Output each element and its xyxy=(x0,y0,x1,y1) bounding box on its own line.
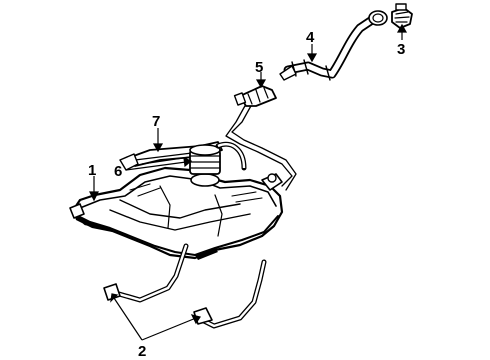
filler-pipe xyxy=(279,10,388,81)
vent-line xyxy=(225,103,297,191)
callout-6: 6 xyxy=(114,163,122,180)
callout-1: 1 xyxy=(88,162,96,179)
filler-hose xyxy=(233,85,277,107)
callout-7: 7 xyxy=(152,113,160,130)
tank-straps xyxy=(103,243,267,329)
callout-labels: 1 2 3 4 5 6 7 xyxy=(88,29,405,360)
callout-5: 5 xyxy=(255,59,263,76)
callout-2: 2 xyxy=(138,343,146,360)
callout-4: 4 xyxy=(306,29,315,46)
fuel-tank xyxy=(69,166,284,260)
filler-cap xyxy=(391,3,413,29)
callout-3: 3 xyxy=(397,41,405,58)
fuel-pump xyxy=(189,141,247,175)
leader-lines xyxy=(89,23,408,341)
